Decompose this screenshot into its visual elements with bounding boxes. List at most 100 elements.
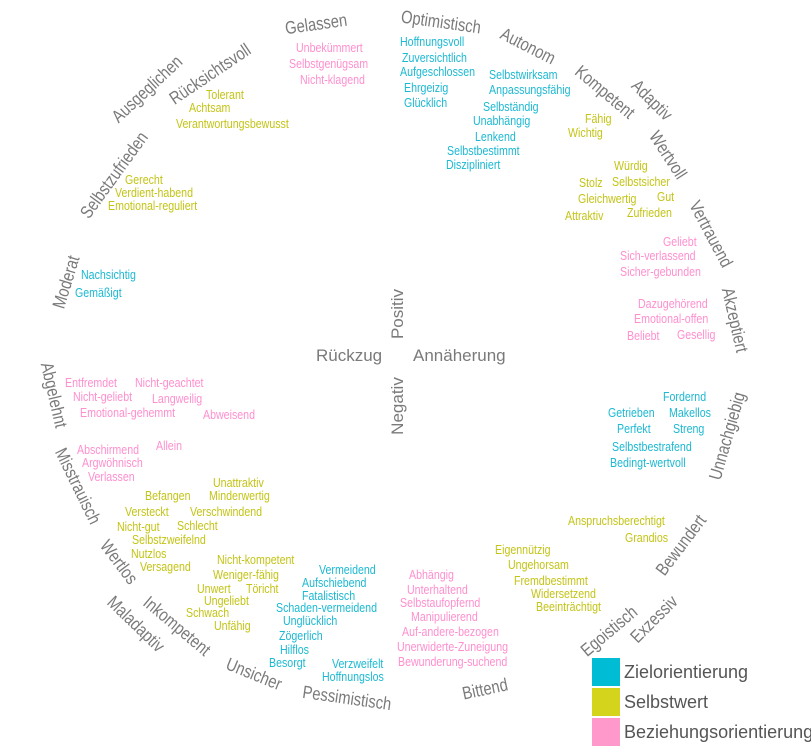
ring-label: Gelassen: [283, 9, 349, 39]
ziel-word: Selbständig: [483, 100, 539, 114]
bez-word: Bewunderung-suchend: [398, 655, 508, 669]
bez-word: Unterhaltend: [407, 583, 468, 597]
ziel-word: Selbstbestrafend: [612, 440, 692, 454]
ziel-word: Lenkend: [475, 130, 516, 144]
bez-word: Emotional-offen: [634, 312, 709, 326]
ziel-word: Schaden-vermeidend: [276, 601, 378, 615]
bez-word: Beliebt: [627, 329, 660, 343]
legend-label: Beziehungsorientierung: [624, 721, 811, 742]
axis-label-positiv: Positiv: [388, 288, 408, 340]
selbst-word: Weniger-fähig: [213, 568, 279, 582]
selbst-word: Gleichwertig: [578, 192, 637, 206]
ziel-word: Diszipliniert: [446, 158, 501, 172]
ziel-word: Nachsichtig: [81, 268, 136, 282]
selbst-word: Schwach: [186, 606, 230, 620]
selbst-word: Emotional-reguliert: [108, 199, 198, 213]
bez-word: Dazugehörend: [638, 297, 708, 311]
selbst-word: Versagend: [140, 560, 191, 574]
ziel-word: Aufschiebend: [302, 576, 367, 590]
selbst-word: Ungeliebt: [204, 594, 249, 608]
ring-label: Akzeptiert: [717, 285, 753, 355]
ziel-word: Hilflos: [280, 643, 309, 657]
ziel-word: Anpassungsfähig: [489, 83, 571, 97]
ziel-word: Hoffnungsvoll: [400, 35, 465, 49]
selbst-word: Fremdbestimmt: [514, 574, 588, 588]
bez-word: Selbstgenügsam: [289, 57, 369, 71]
selbst-word: Attraktiv: [565, 209, 604, 223]
selbst-word: Selbstsicher: [612, 175, 670, 189]
bez-word: Abweisend: [203, 408, 255, 422]
ziel-word: Verzweifelt: [332, 657, 384, 671]
legend-label: Selbstwert: [624, 691, 709, 712]
ring-label: Abgelehnt: [36, 360, 72, 430]
selbst-word: Verantwortungsbewusst: [176, 117, 289, 131]
selbst-word: Achtsam: [189, 101, 231, 115]
selbst-word: Anspruchsberechtigt: [568, 514, 665, 528]
selbst-word: Nicht-gut: [117, 520, 160, 534]
selbst-word: Widersetzend: [531, 587, 596, 601]
bez-word: Langweilig: [152, 392, 203, 406]
ziel-word: Hoffnungslos: [322, 670, 384, 684]
selbst-word: Verschwindend: [190, 505, 263, 519]
ring-label: Wertvoll: [645, 127, 691, 183]
ziel-word: Bedingt-wertvoll: [610, 456, 686, 470]
axis-label-annaeherung: Annäherung: [413, 346, 506, 365]
ziel-word: Ehrgeizig: [404, 81, 449, 95]
bez-word: Manipulierend: [411, 610, 478, 624]
selbst-word: Befangen: [145, 489, 191, 503]
selbst-word: Gut: [657, 190, 675, 204]
selbst-word: Eigennützig: [495, 543, 551, 557]
ziel-word: Fatalistisch: [302, 589, 356, 603]
bez-word: Gesellig: [677, 328, 716, 342]
bez-word: Argwöhnisch: [82, 456, 143, 470]
selbst-word: Beeinträchtigt: [536, 600, 601, 614]
axis-label-negativ: Negativ: [387, 377, 407, 435]
selbst-word: Grandios: [625, 531, 669, 545]
bez-word: Nicht-geachtet: [135, 376, 204, 390]
selbst-word: Ungehorsam: [508, 558, 569, 572]
ziel-word: Makellos: [669, 406, 711, 420]
selbst-word: Nutzlos: [131, 547, 167, 561]
ring-label: Autonom: [497, 23, 559, 69]
ziel-word: Fordernd: [663, 390, 707, 404]
bez-word: Verlassen: [88, 470, 135, 484]
selbst-word: Unwert: [197, 582, 231, 596]
ziel-word: Glücklich: [404, 96, 448, 110]
bez-word: Sicher-gebunden: [620, 265, 701, 279]
bez-word: Unbekümmert: [296, 41, 363, 55]
bez-word: Sich-verlassend: [620, 249, 696, 263]
ziel-word: Besorgt: [269, 656, 306, 670]
selbst-word: Unattraktiv: [213, 476, 264, 490]
selbst-word: Zufrieden: [627, 206, 672, 220]
selbst-word: Fähig: [585, 112, 612, 126]
legend-item-zielorientierung: Zielorientierung: [592, 658, 748, 686]
selbst-word: Stolz: [579, 176, 603, 190]
selbst-word: Schlecht: [177, 519, 218, 533]
selbst-word: Selbstzweifelnd: [132, 533, 206, 547]
ziel-word: Getrieben: [608, 406, 655, 420]
ring-label: Bittend: [460, 674, 510, 704]
selbst-word: Wichtig: [568, 126, 603, 140]
selbst-word: Verdient-habend: [115, 186, 193, 200]
ring-label: Unnachgiebig: [704, 389, 750, 483]
ziel-word: Zuversichtlich: [402, 51, 467, 65]
selbst-word: Tolerant: [206, 88, 244, 102]
legend-swatch: [592, 658, 620, 686]
legend-swatch: [592, 688, 620, 716]
bez-word: Allein: [156, 439, 182, 453]
ziel-word: Zögerlich: [279, 629, 323, 643]
ring-label: Pessimistisch: [301, 681, 393, 715]
legend-label: Zielorientierung: [624, 661, 749, 682]
bez-word: Entfremdet: [65, 376, 117, 390]
ziel-word: Gemäßigt: [75, 286, 122, 300]
bez-word: Emotional-gehemmt: [80, 406, 176, 420]
ziel-word: Unabhängig: [473, 114, 531, 128]
bez-word: Nicht-geliebt: [73, 390, 133, 404]
axis-label-rueckzug: Rückzug: [316, 346, 383, 365]
selbst-word: Versteckt: [125, 505, 169, 519]
bez-word: Nicht-klagend: [300, 73, 365, 87]
selbst-word: Töricht: [246, 582, 279, 596]
ziel-word: Vermeidend: [319, 563, 376, 577]
selbst-word: Gerecht: [125, 173, 163, 187]
